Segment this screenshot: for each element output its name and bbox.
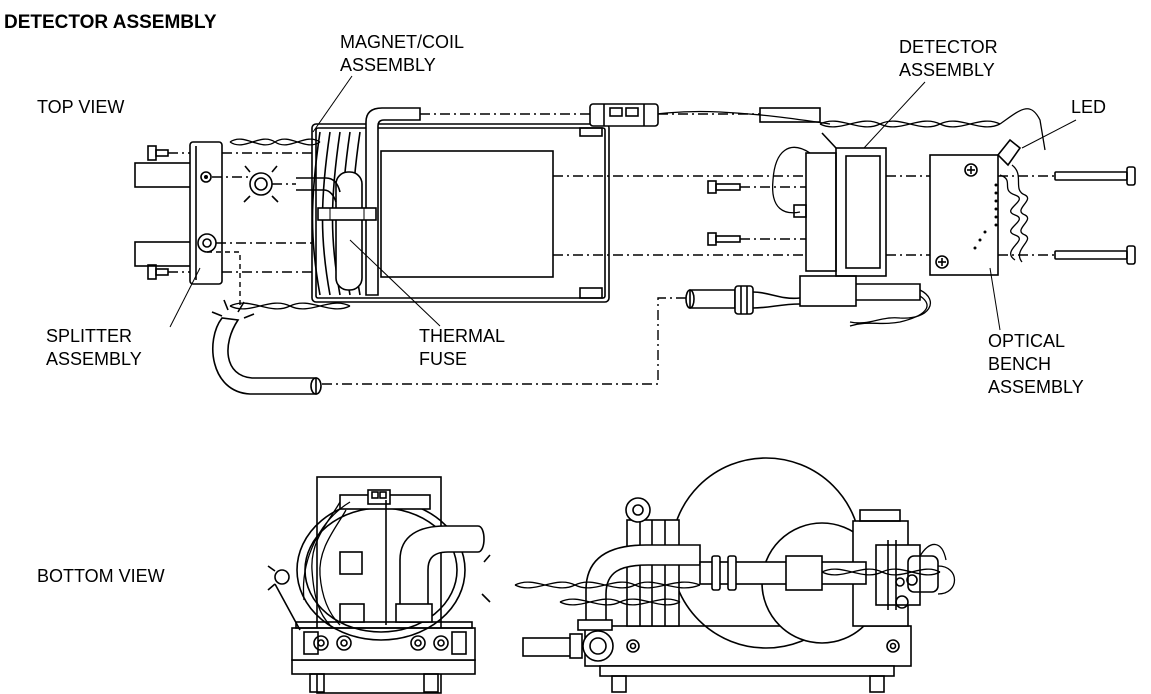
led-label: LED [1071, 97, 1107, 117]
bottom-view-right [514, 457, 955, 693]
optical-bench-label-line1: OPTICAL [988, 331, 1066, 351]
magnet-coil-label-line2: ASSEMBLY [340, 55, 436, 75]
optical-bench-assembly [929, 138, 1136, 276]
hose-routing [207, 251, 932, 395]
top-fitting [420, 103, 821, 127]
splitter-assembly [134, 141, 312, 285]
leader-lines [169, 75, 1077, 331]
bottom-view-left [267, 476, 491, 694]
bottom-view-label: BOTTOM VIEW [37, 566, 165, 586]
magnet-coil-assembly [296, 107, 610, 303]
magnet-coil-label-line1: MAGNET/COIL [340, 32, 465, 52]
splitter-label-line1: SPLITTER [46, 326, 133, 346]
thermal-fuse-label-line1: THERMAL [419, 326, 506, 346]
optical-bench-label-line3: ASSEMBLY [988, 377, 1084, 397]
optical-bench-label-line2: BENCH [988, 354, 1052, 374]
detector-label-line2: ASSEMBLY [899, 60, 995, 80]
top-view-drawing [134, 103, 1136, 395]
detector-assembly [553, 132, 930, 307]
top-view-label: TOP VIEW [37, 97, 125, 117]
detector-label-line1: DETECTOR [899, 37, 998, 57]
thermal-fuse-label-line2: FUSE [419, 349, 468, 369]
splitter-label-line2: ASSEMBLY [46, 349, 142, 369]
lamp-fitting [212, 165, 312, 244]
diagram-title: DETECTOR ASSEMBLY [4, 12, 217, 33]
